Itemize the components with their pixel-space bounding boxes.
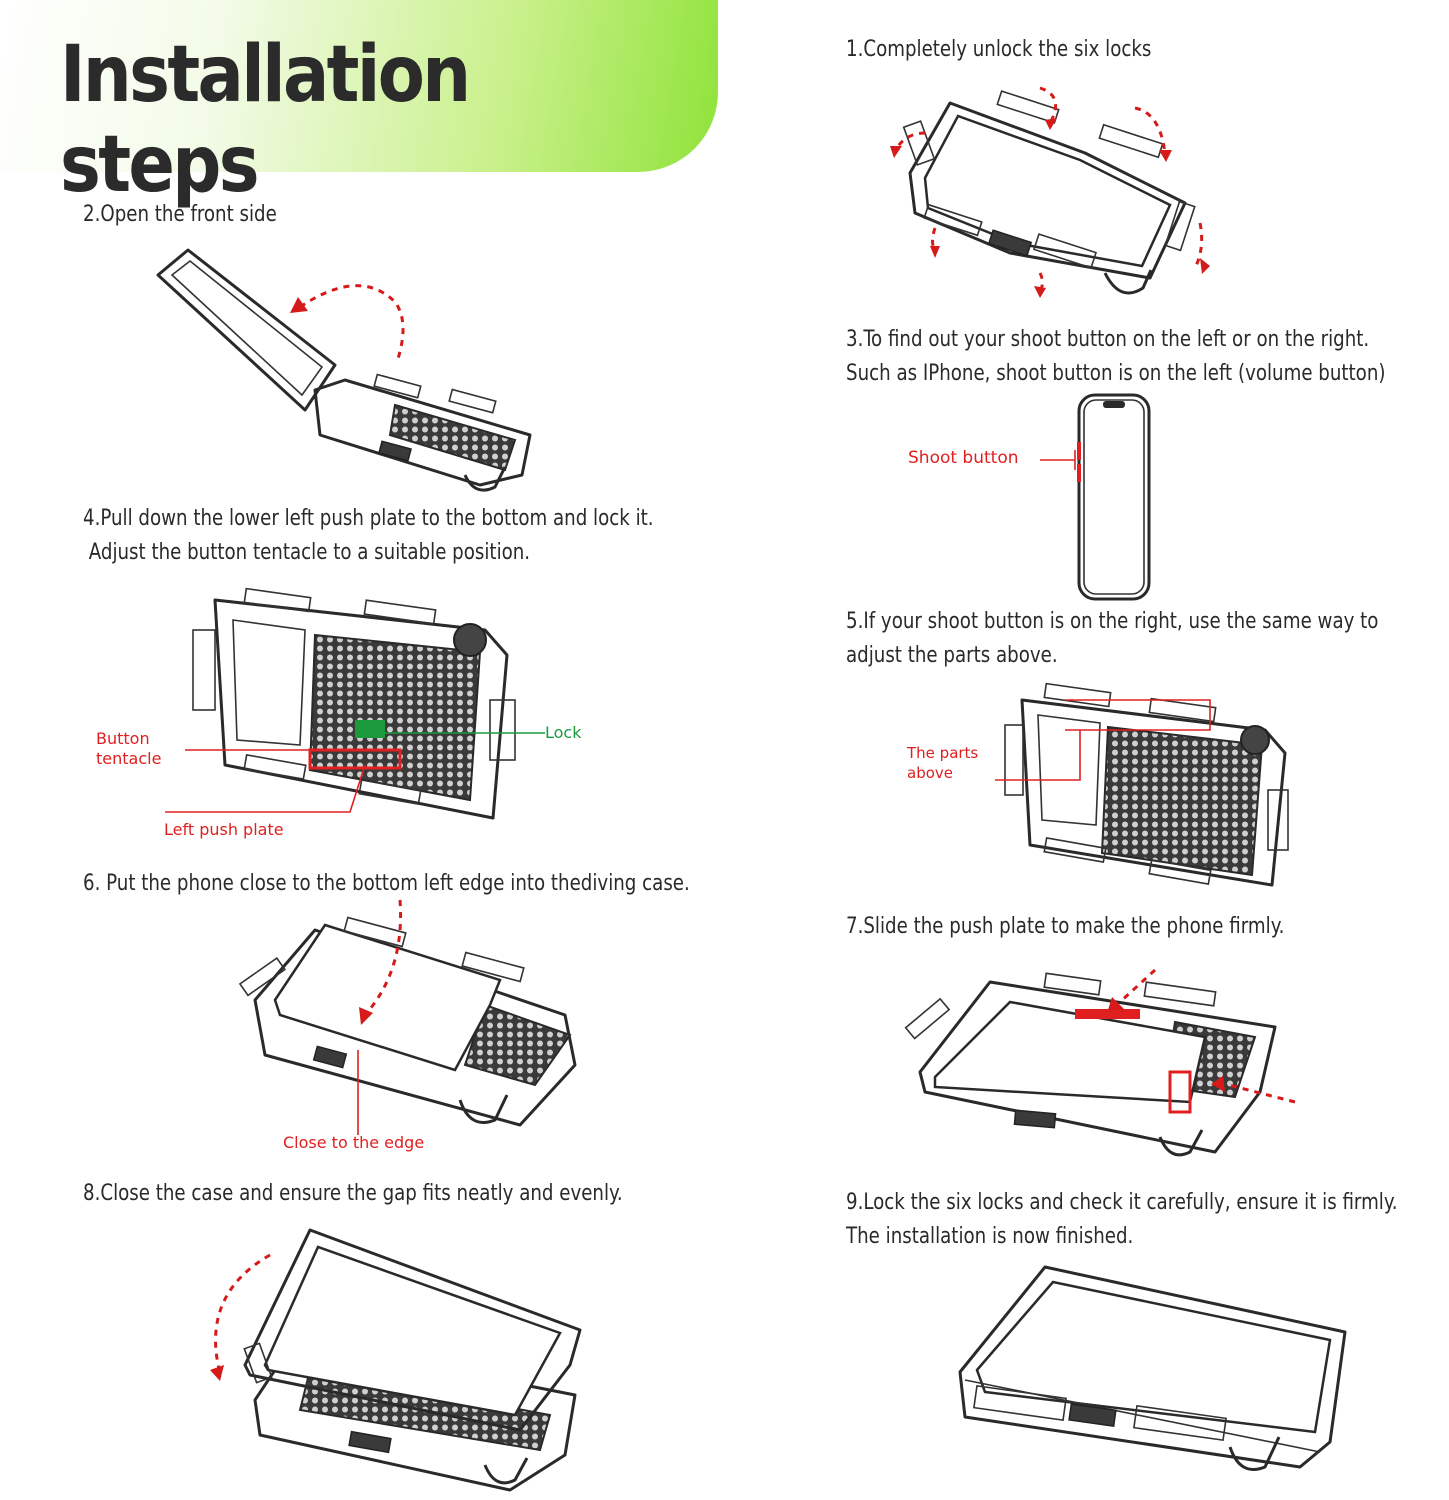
figure-slide-push-plate [905, 962, 1300, 1167]
shoot-button-label: Shoot button [908, 448, 1019, 468]
figure-close-case [190, 1225, 590, 1495]
step-2-text: 2.Open the front side [83, 198, 277, 232]
title-banner: Installation steps [0, 0, 718, 172]
figure-push-plate [185, 590, 530, 830]
figure-phone-into-case [235, 895, 580, 1145]
step-5-text: 5.If your shoot button is on the right, … [846, 605, 1378, 673]
step-8-text: 8.Close the case and ensure the gap fits… [83, 1177, 623, 1211]
step-7-text: 7.Slide the push plate to make the phone… [846, 910, 1284, 944]
figure-shoot-button-phone [1075, 392, 1155, 602]
lock-label: Lock [545, 723, 581, 743]
figure-unlock-locks [880, 78, 1220, 308]
figure-open-front [150, 245, 550, 495]
page-title: Installation steps [60, 30, 639, 210]
figure-parts-above [1000, 685, 1300, 895]
step-4-text: 4.Pull down the lower left push plate to… [83, 502, 654, 570]
close-to-edge-label: Close to the edge [283, 1133, 424, 1153]
button-tentacle-label: Button tentacle [96, 729, 161, 769]
step-3-text: 3.To find out your shoot button on the l… [846, 323, 1385, 391]
figure-finished-case [955, 1262, 1355, 1492]
step-9-text: 9.Lock the six locks and check it carefu… [846, 1186, 1398, 1254]
left-push-plate-label: Left push plate [164, 820, 284, 840]
parts-above-label: The parts above [907, 743, 978, 783]
step-1-text: 1.Completely unlock the six locks [846, 33, 1151, 67]
